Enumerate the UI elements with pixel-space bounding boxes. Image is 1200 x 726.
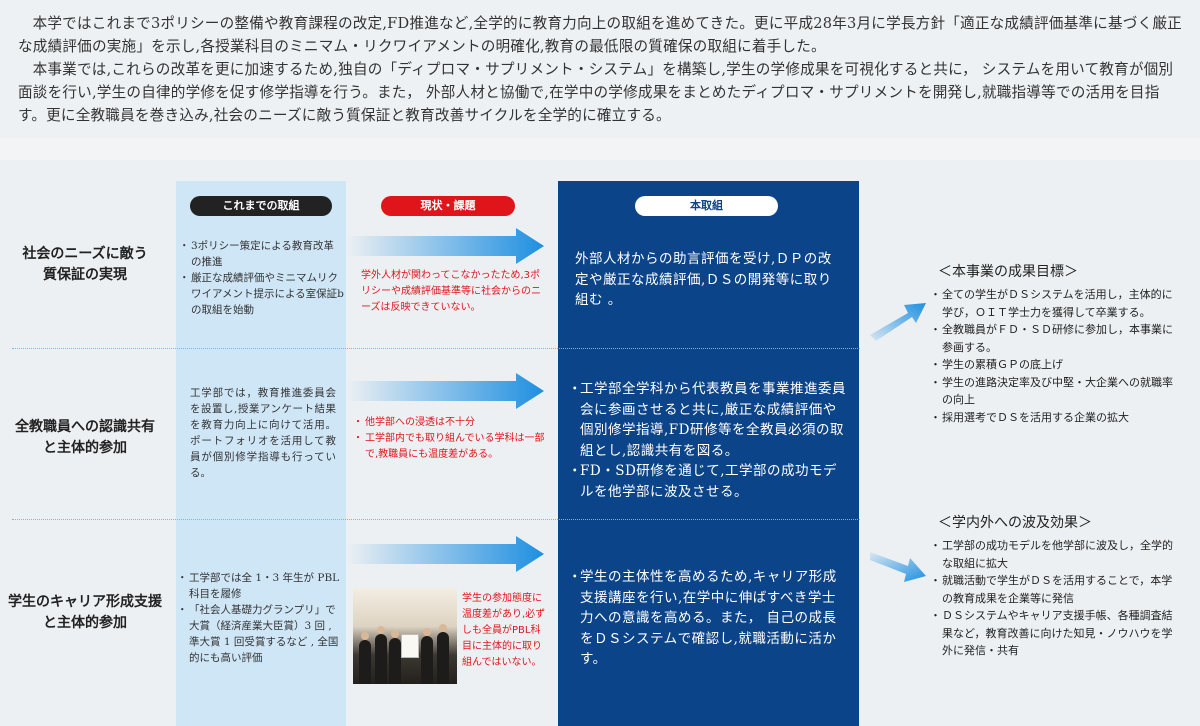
- effects-title: ＜学内外への波及効果＞: [938, 515, 1092, 531]
- row-label-career-support: 学生のキャリア形成支援 と主体的参加: [0, 592, 170, 634]
- row2-previous-text: 工学部では，教育推進委員会を設置し,授業アンケート結果を教育力向上に向けて活用。…: [190, 387, 336, 479]
- header-main-initiative: 本取組: [635, 196, 778, 216]
- list-item: 学生の主体性を高めるため,キャリア形成支援講座を行い,在学中に伸ばすべき学士力へ…: [568, 567, 847, 670]
- list-item: 学生の累積ＧＰの底上げ: [930, 356, 1173, 374]
- intro-paragraph-1: 本学ではこれまで3ポリシーの整備や教育課程の改定,FD推進など,全学的に教育力向…: [18, 15, 1182, 55]
- row-label-line: 質保証の実現: [43, 267, 127, 283]
- arrow-right-icon: [346, 228, 544, 264]
- list-item: 学生の進路決定率及び中堅・大企業への就職率の向上: [930, 374, 1173, 409]
- header-previous-efforts: これまでの取組: [190, 196, 332, 216]
- arrow-right-icon: [346, 373, 544, 409]
- goals-list: 全ての学生がＤＳシステムを活用し，主体的に学び，ＯＩＴ学士力を獲得して卒業する。…: [930, 286, 1173, 427]
- row-label-quality-assurance: 社会のニーズに敵う 質保証の実現: [0, 244, 170, 286]
- row-label-line: と主体的参加: [43, 615, 127, 631]
- intro-paragraph-2: 本事業では,これらの改革を更に加速するため,独自の「ディプロマ・サプリメント・シ…: [18, 61, 1174, 124]
- list-item: 工学部では全 1・3 年生が PBL 科目を履修: [177, 570, 340, 602]
- row-label-staff-awareness: 全教職員への認識共有 と主体的参加: [0, 417, 170, 459]
- arrow-up-right-icon: [870, 303, 926, 341]
- row3-issue-text: 学生の参加態度に温度差があり,必ずしも全員がPBL科目に主体的に取り組んではいな…: [462, 593, 546, 668]
- list-item: 工学部全学科から代表教員を事業推進委員会に参画させると共に,厳正な成績評価や個別…: [568, 379, 847, 461]
- row3-main-list: 学生の主体性を高めるため,キャリア形成支援講座を行い,在学中に伸ばすべき学士力へ…: [568, 567, 847, 670]
- row1-previous-list: 3ポリシー策定による教育改革の推進 厳正な成績評価やミニマムリクワイアメント提示…: [179, 238, 344, 318]
- row-label-line: 社会のニーズに敵う: [22, 246, 148, 262]
- header-current-issues: 現状・課題: [381, 196, 515, 216]
- list-item: 他学部への浸透は不十分: [353, 415, 546, 431]
- list-item: 全ての学生がＤＳシステムを活用し，主体的に学び，ＯＩＴ学士力を獲得して卒業する。: [930, 286, 1173, 321]
- row2-issue-list: 他学部への浸透は不十分 工学部内でも取り組んでいる学科は一部で,教職員にも温度差…: [353, 415, 546, 463]
- row1-issue-text: 学外人材が関わってこなかったため,3ポリシーや成績評価基準等に社会からのニーズは…: [361, 270, 541, 313]
- list-item: 就職活動で学生がＤＳを活用することで，本学の教育成果を企業等に発信: [930, 572, 1173, 607]
- row3-previous-list: 工学部では全 1・3 年生が PBL 科目を履修 「社会人基礎力グランプリ」で大…: [177, 570, 340, 666]
- goals-title: ＜本事業の成果目標＞: [938, 264, 1078, 280]
- row-divider: [12, 519, 860, 520]
- list-item: 工学部の成功モデルを他学部に波及し，全学的な取組に拡大: [930, 537, 1173, 572]
- effects-list: 工学部の成功モデルを他学部に波及し，全学的な取組に拡大 就職活動で学生がＤＳを活…: [930, 537, 1173, 660]
- list-item: 「社会人基礎力グランプリ」で大賞（経済産業大臣賞）3 回 , 準大賞 1 回受賞…: [177, 602, 340, 666]
- arrow-right-icon: [346, 536, 544, 572]
- list-item: FD・SD研修を通じて,工学部の成功モデルを他学部に波及させる。: [568, 461, 847, 502]
- list-item: 3ポリシー策定による教育改革の推進: [179, 238, 344, 270]
- list-item: 採用選考でＤＳを活用する企業の拡大: [930, 409, 1173, 427]
- intro-section: 本学ではこれまで3ポリシーの整備や教育課程の改定,FD推進など,全学的に教育力向…: [0, 0, 1200, 138]
- row-label-line: 学生のキャリア形成支援: [8, 594, 162, 610]
- list-item: 工学部内でも取り組んでいる学科は一部で,教職員にも温度差がある。: [353, 431, 546, 463]
- list-item: 全教職員がＦＤ・ＳＤ研修に参加し，本事業に参画する。: [930, 321, 1173, 356]
- row-label-line: 全教職員への認識共有: [15, 419, 155, 435]
- row1-main-text: 外部人材からの助言評価を受け,ＤＰの改定や厳正な成績評価,ＤＳの開発等に取り組む…: [575, 251, 832, 308]
- row-label-line: と主体的参加: [43, 440, 127, 456]
- list-item: 厳正な成績評価やミニマムリクワイアメント提示による室保証bの取組を始動: [179, 270, 344, 318]
- list-item: ＤＳシステムやキャリア支援手帳、各種調査結果など，教育改善に向けた知見・ノウハウ…: [930, 607, 1173, 660]
- award-photo: [353, 588, 457, 684]
- row-divider: [12, 348, 860, 349]
- arrow-down-right-icon: [870, 552, 926, 582]
- row2-main-list: 工学部全学科から代表教員を事業推進委員会に参画させると共に,厳正な成績評価や個別…: [568, 379, 847, 502]
